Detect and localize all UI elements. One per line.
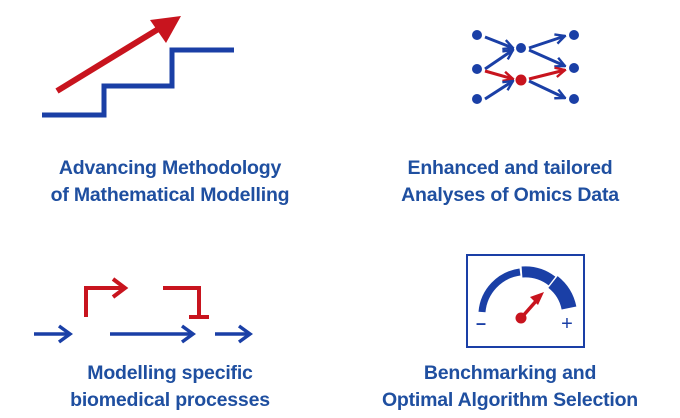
inhibition-arrow <box>163 286 209 319</box>
network-nodes <box>472 30 579 104</box>
caption-line: of Mathematical Modelling <box>50 184 290 206</box>
tile-benchmarking: – + Benchmarking and Optimal Algorithm S… <box>340 215 680 418</box>
gauge-arc-thin <box>478 268 521 313</box>
network-omics-arrows-icon <box>472 30 579 104</box>
caption-biomedical: Modelling specific biomedical processes <box>0 360 340 414</box>
caption-line: Advancing Methodology <box>58 157 282 179</box>
tile-methodology: Advancing Methodology of Mathematical Mo… <box>0 0 340 215</box>
staircase-growth-arrow-icon <box>42 16 234 118</box>
staircase-line <box>42 47 234 118</box>
caption-line: Modelling specific <box>87 362 253 384</box>
tile-omics: Enhanced and tailored Analyses of Omics … <box>340 0 680 215</box>
process-arrows <box>34 324 253 344</box>
gauge-minus-label: – <box>476 313 486 333</box>
gene-regulation-arrows-icon <box>34 277 253 344</box>
growth-arrow-head <box>150 16 181 43</box>
performance-gauge-icon: – + <box>466 254 585 348</box>
gauge-hub <box>515 312 527 324</box>
gauge-plus-label: + <box>561 313 573 335</box>
caption-methodology: Advancing Methodology of Mathematical Mo… <box>0 155 340 209</box>
growth-arrow-shaft <box>55 25 162 94</box>
tile-biomedical: Modelling specific biomedical processes <box>0 215 340 418</box>
caption-line: biomedical processes <box>70 389 270 411</box>
caption-line: Optimal Algorithm Selection <box>381 389 639 411</box>
caption-benchmarking: Benchmarking and Optimal Algorithm Selec… <box>340 360 680 414</box>
gauge-needle-head <box>530 292 544 305</box>
caption-line: Benchmarking and <box>423 362 597 384</box>
caption-line: Analyses of Omics Data <box>401 184 619 206</box>
caption-line: Enhanced and tailored <box>407 157 613 179</box>
gauge-arc-mid <box>521 266 556 286</box>
caption-omics: Enhanced and tailored Analyses of Omics … <box>340 155 680 209</box>
activation-arrow <box>84 277 129 317</box>
network-edges <box>484 36 565 101</box>
gauge-arc-thick <box>548 276 577 310</box>
